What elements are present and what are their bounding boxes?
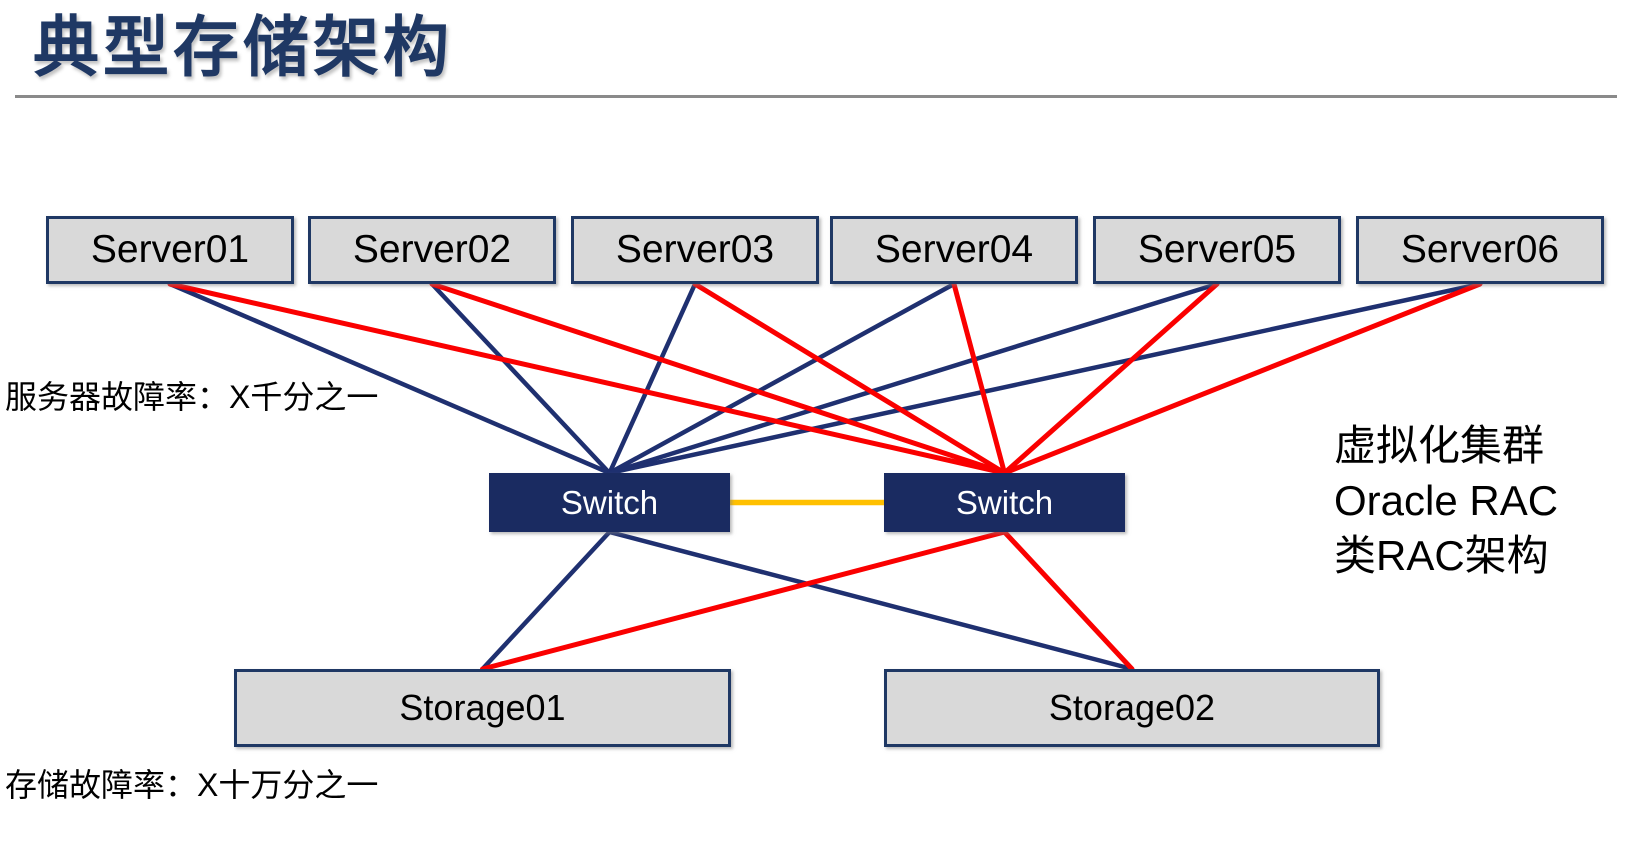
cluster-note-line2: Oracle RAC — [1334, 477, 1559, 524]
cluster-note: 虚拟化集群 Oracle RAC 类RAC架构 — [1334, 418, 1558, 583]
server03-label: Server03 — [615, 228, 775, 271]
server01-label: Server01 — [90, 228, 250, 271]
server05-node: Server05 — [1093, 216, 1341, 284]
server04-node: Server04 — [830, 216, 1078, 284]
edge-server04-to-switch-b — [951, 281, 1007, 476]
server02-label: Server02 — [352, 228, 512, 271]
cluster-note-line1: 虚拟化集群 — [1334, 422, 1545, 469]
server06-label: Server06 — [1400, 228, 1560, 271]
edge-server01-to-switch-a — [167, 281, 612, 476]
edge-switch-a-to-storage02 — [607, 529, 1135, 672]
server02-node: Server02 — [308, 216, 556, 284]
edge-server03-to-switch-a — [607, 281, 698, 476]
cluster-note-line3: 类RAC架构 — [1334, 532, 1549, 579]
server03-node: Server03 — [571, 216, 819, 284]
storage-failure-rate-label: 存储故障率：X十万分之一 — [5, 767, 379, 803]
server04-label: Server04 — [874, 228, 1034, 271]
edge-server06-to-switch-a — [607, 281, 1483, 476]
switch-right-node: Switch — [884, 473, 1125, 532]
switch-left-node: Switch — [489, 473, 730, 532]
switch-right-label: Switch — [955, 483, 1054, 521]
edge-switch-b-to-storage01 — [480, 529, 1007, 672]
storage01-node: Storage01 — [234, 669, 731, 747]
server01-node: Server01 — [46, 216, 294, 284]
edge-switch-a-to-storage01 — [480, 529, 612, 672]
server-failure-rate-label: 服务器故障率：X千分之一 — [5, 379, 379, 415]
page-title: 典型存储架构 — [33, 10, 453, 84]
edge-server04-to-switch-a — [607, 281, 957, 476]
edge-switch-b-to-storage02 — [1002, 529, 1135, 672]
switch-left-label: Switch — [560, 483, 659, 521]
edge-server02-to-switch-a — [429, 281, 612, 476]
storage02-node: Storage02 — [884, 669, 1380, 747]
edge-server02-to-switch-b — [429, 281, 1007, 476]
title-divider — [15, 95, 1617, 98]
edge-server06-to-switch-b — [1002, 281, 1483, 476]
server05-label: Server05 — [1137, 228, 1297, 271]
server06-node: Server06 — [1356, 216, 1604, 284]
storage01-label: Storage01 — [399, 687, 566, 728]
edge-server01-to-switch-b — [167, 281, 1007, 476]
edge-server05-to-switch-b — [1002, 281, 1220, 476]
storage02-label: Storage02 — [1048, 687, 1216, 728]
edge-server05-to-switch-a — [607, 281, 1220, 476]
edge-server03-to-switch-b — [692, 281, 1007, 476]
